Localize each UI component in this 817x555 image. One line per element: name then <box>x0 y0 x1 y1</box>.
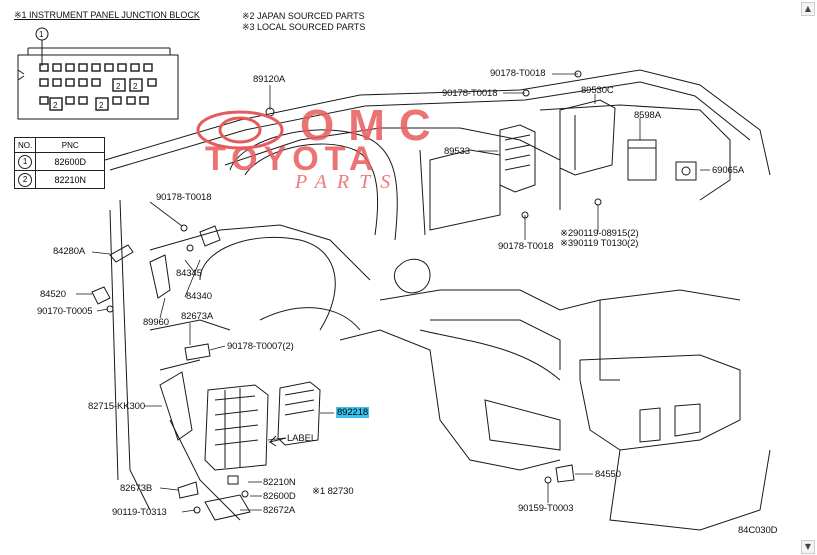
scroll-up-arrow-icon[interactable]: ▲ <box>801 2 815 16</box>
watermark-line3: PARTS <box>294 171 400 193</box>
part-82600D[interactable]: 82600D <box>263 491 296 502</box>
table-row: 1 82600D <box>13 152 106 171</box>
part-84340[interactable]: 84340 <box>186 291 212 302</box>
figure-code: 84C030D <box>738 525 778 536</box>
watermark <box>196 110 284 150</box>
part-82715-KK300[interactable]: 82715-KK300 <box>88 401 146 412</box>
inset-slot-mark: 2 <box>116 82 121 91</box>
computer-892218 <box>277 381 321 446</box>
part-90119-08915[interactable]: ※290119-08915(2) <box>560 228 639 239</box>
part-90178-T0018-left[interactable]: 90178-T0018 <box>156 192 212 203</box>
inset-slot-mark: 2 <box>133 82 138 91</box>
bracket-82715 <box>159 371 193 441</box>
pnc-table: NO. PNC 1 82600D 2 82210N <box>13 137 106 189</box>
part-82673A[interactable]: 82673A <box>181 311 214 322</box>
row-no: 1 <box>18 154 33 169</box>
scroll-down-arrow-icon[interactable]: ▼ <box>801 540 815 554</box>
pnc-header-no: NO. <box>13 137 37 153</box>
scrollbar[interactable] <box>801 16 815 538</box>
watermark-line1: OMC <box>300 101 445 150</box>
part-90119-T0313[interactable]: 90119-T0313 <box>112 507 167 518</box>
part-90159-T0003[interactable]: 90159-T0003 <box>518 503 574 514</box>
part-84550[interactable]: 84550 <box>595 469 621 480</box>
part-90178-T0018-b[interactable]: 90178-T0018 <box>442 88 498 99</box>
switch-84520 <box>91 286 111 305</box>
part-90119-T0130[interactable]: ※390119 T0130(2) <box>560 238 639 249</box>
part-84520[interactable]: 84520 <box>40 289 66 300</box>
part-8598A[interactable]: 8598A <box>634 110 661 121</box>
part-89530C[interactable]: 89530C <box>581 85 614 96</box>
table-row: 2 82210N <box>13 170 106 189</box>
part-892218-highlight[interactable]: 892218 <box>336 407 370 418</box>
switch-84550 <box>555 464 575 483</box>
ecu-89533 <box>499 124 536 193</box>
part-84345[interactable]: 84345 <box>176 268 202 279</box>
label-note: LABEL <box>287 433 317 444</box>
bracket-89960 <box>149 254 171 299</box>
part-89120A[interactable]: 89120A <box>253 74 286 85</box>
bracket-82673A <box>184 343 211 361</box>
part-82672A[interactable]: 82672A <box>263 505 296 516</box>
label-arrow-icon <box>268 435 287 447</box>
row-pnc[interactable]: 82210N <box>35 170 106 189</box>
inset-callout: 1 <box>39 30 44 39</box>
watermark-line2: TOYOTA <box>205 140 380 178</box>
junction-block <box>204 384 269 471</box>
relay-84345 <box>199 225 221 247</box>
part-90170-T0005[interactable]: 90170-T0005 <box>37 306 93 317</box>
part-82673B[interactable]: 82673B <box>120 483 153 494</box>
buzzer-69065A <box>675 161 697 181</box>
note-japan-sourced: ※2 JAPAN SOURCED PARTS <box>242 11 365 21</box>
part-89533[interactable]: 89533 <box>444 146 470 157</box>
relay-8598A <box>627 139 657 181</box>
pnc-header-pnc: PNC <box>35 137 106 153</box>
row-no: 2 <box>18 172 33 187</box>
part-84280A[interactable]: 84280A <box>53 246 86 257</box>
bracket-82673B <box>177 481 199 499</box>
part-82730[interactable]: ※1 82730 <box>312 486 354 497</box>
part-90178-T0018-low[interactable]: 90178-T0018 <box>498 241 554 252</box>
part-69065A[interactable]: 69065A <box>712 165 745 176</box>
fuse-parts <box>227 475 249 498</box>
note-junction-block: ※1 INSTRUMENT PANEL JUNCTION BLOCK <box>14 10 200 20</box>
part-82210N[interactable]: 82210N <box>263 477 296 488</box>
note-local-sourced: ※3 LOCAL SOURCED PARTS <box>242 22 366 32</box>
leader-lines <box>76 73 710 513</box>
bracket-82672A <box>204 494 251 521</box>
part-89960[interactable]: 89960 <box>143 317 169 328</box>
inset-slot-mark: 2 <box>99 101 104 110</box>
row-pnc[interactable]: 82600D <box>35 152 106 171</box>
part-90178-T0018-top[interactable]: 90178-T0018 <box>490 68 546 79</box>
sensor-84280A <box>109 244 134 263</box>
part-892218[interactable]: 892218 <box>336 407 370 418</box>
bolt-markers <box>106 70 602 514</box>
junction-block-inset <box>17 27 179 120</box>
part-90178-T0007[interactable]: 90178-T0007(2) <box>227 341 294 352</box>
ecu-89530C <box>559 99 616 176</box>
inset-slot-mark: 2 <box>53 101 58 110</box>
